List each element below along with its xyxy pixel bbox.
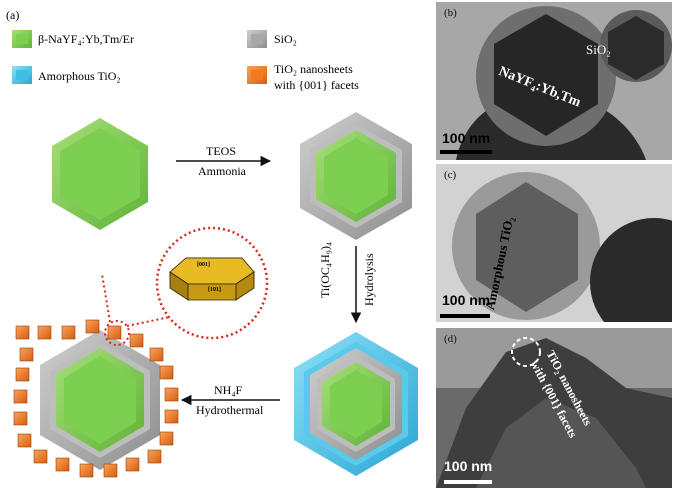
legend-swatch-tio2-nanosheets [247,66,267,84]
legend-sio2-text: SiO₂ [274,32,297,46]
panel-d-label: (d) [444,333,457,345]
facet-label-001: [001] [197,262,210,268]
legend-nayf4-text: β-NaYF₄:Yb,Tm/Er [38,32,134,46]
legend-tio2-nanosheets-text-1: TiO₂ nanosheets [274,62,353,76]
tem-panel-b: (b) SiO₂ NaYF₄:Yb,Tm 100 nm [436,2,672,160]
tem-image-c [436,164,672,322]
panel-c-label: (c) [444,169,457,181]
scale-bar-d: 100 nm [444,458,493,474]
zoom-line-left [101,273,111,323]
legend-tio2-nanosheets-text-2: with {001} facets [274,78,359,92]
panel-a-label: (a) [6,8,20,22]
step1-condition: Ammonia [198,164,246,178]
tem-panel-d: (d) TiO₂ nanosheets with {001} facets 10… [436,328,672,488]
scale-bar-b: 100 nm [442,130,491,146]
tio2-nanosheets [13,319,179,478]
legend-swatch-sio2 [247,30,267,48]
schematic-svg [12,30,418,478]
core-sio2-tio2-hexagon [294,332,418,476]
tem-image-b [436,2,672,160]
core-sio2-hexagon [300,112,412,240]
sio2-label: SiO₂ [586,42,611,57]
step3-condition: Hydrothermal [196,403,264,417]
tem-image-d [436,328,672,488]
final-hexagon [40,330,160,470]
schematic-panel: (a) β-NaYF₄:Yb,Tm/Er SiO₂ Amorphous TiO₂… [6,8,418,478]
scale-bar-c: 100 nm [442,292,491,308]
legend-swatch-tio2-amorphous [12,66,32,84]
zoom-line-right [126,299,251,327]
panel-b-label: (b) [444,7,457,19]
step1-reagent: TEOS [206,144,236,158]
step3-reagent: NH₄F [214,383,243,397]
step2-reagent: Ti(OC₄H₉)₄ [318,241,332,298]
zoom-source-circle [104,320,130,346]
step2-condition: Hydrolysis [362,253,376,306]
facet-label-101: [101] [208,287,221,293]
tem-panel-c: (c) Amorphous TiO₂ 100 nm [436,164,672,322]
nanosheet-3d [169,257,255,301]
legend-swatch-nayf4 [12,30,32,48]
legend-tio2-amorphous-text: Amorphous TiO₂ [38,69,121,83]
core-hexagon [52,118,148,230]
